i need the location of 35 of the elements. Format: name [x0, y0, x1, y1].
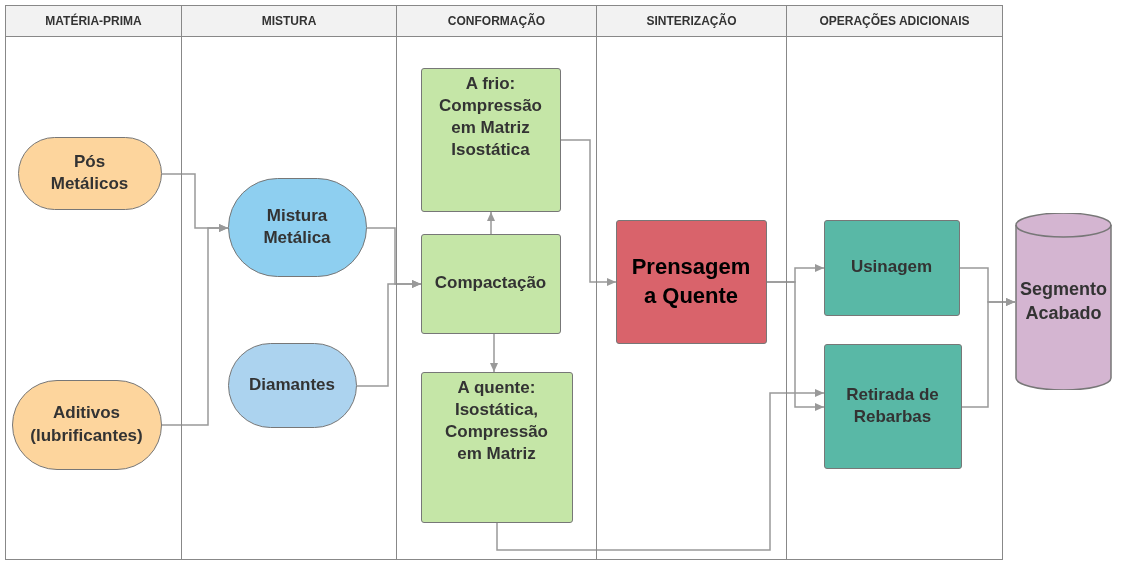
lane-header: SINTERIZAÇÃO: [597, 6, 786, 37]
process-box: [615, 219, 767, 344]
arrow: [161, 223, 229, 426]
swimlane: [396, 5, 597, 560]
swimlane: [5, 5, 182, 560]
arrow: [961, 297, 1016, 408]
swimlane: [596, 5, 787, 560]
process-box: [420, 233, 561, 334]
arrow: [766, 281, 825, 412]
process-box: [823, 343, 962, 469]
process-box: [420, 67, 561, 212]
node-label: Pós Metálicos: [49, 150, 130, 195]
arrow: [356, 279, 422, 387]
arrow: [486, 211, 496, 235]
node-label: Mistura Metálica: [262, 204, 332, 249]
process-box: [420, 371, 573, 523]
node-label: A frio: Compressão em Matriz Isostática: [438, 72, 543, 161]
lane-header: MATÉRIA-PRIMA: [6, 6, 181, 37]
node-label: Segmento Acabado: [1019, 278, 1108, 325]
lane-header: MISTURA: [182, 6, 396, 37]
node-label: Retirada de Rebarbas: [845, 383, 940, 428]
arrow: [560, 139, 617, 287]
process-box: [823, 219, 960, 316]
lane-header: CONFORMAÇÃO: [397, 6, 596, 37]
node-label: A quente: Isostática, Compressão em Matriz: [444, 376, 549, 465]
swimlane: [181, 5, 397, 560]
arrow: [496, 388, 825, 551]
lane-header: OPERAÇÕES ADICIONAIS: [787, 6, 1002, 37]
node-label: Diamantes: [249, 373, 335, 396]
node-label: Compactação: [434, 272, 547, 295]
arrow: [489, 333, 499, 373]
node-label: Aditivos (lubrificantes): [29, 402, 144, 447]
node-label: Prensagem a Quente: [631, 252, 751, 310]
node-label: Usinagem: [850, 256, 933, 279]
swimlane: [786, 5, 1003, 560]
